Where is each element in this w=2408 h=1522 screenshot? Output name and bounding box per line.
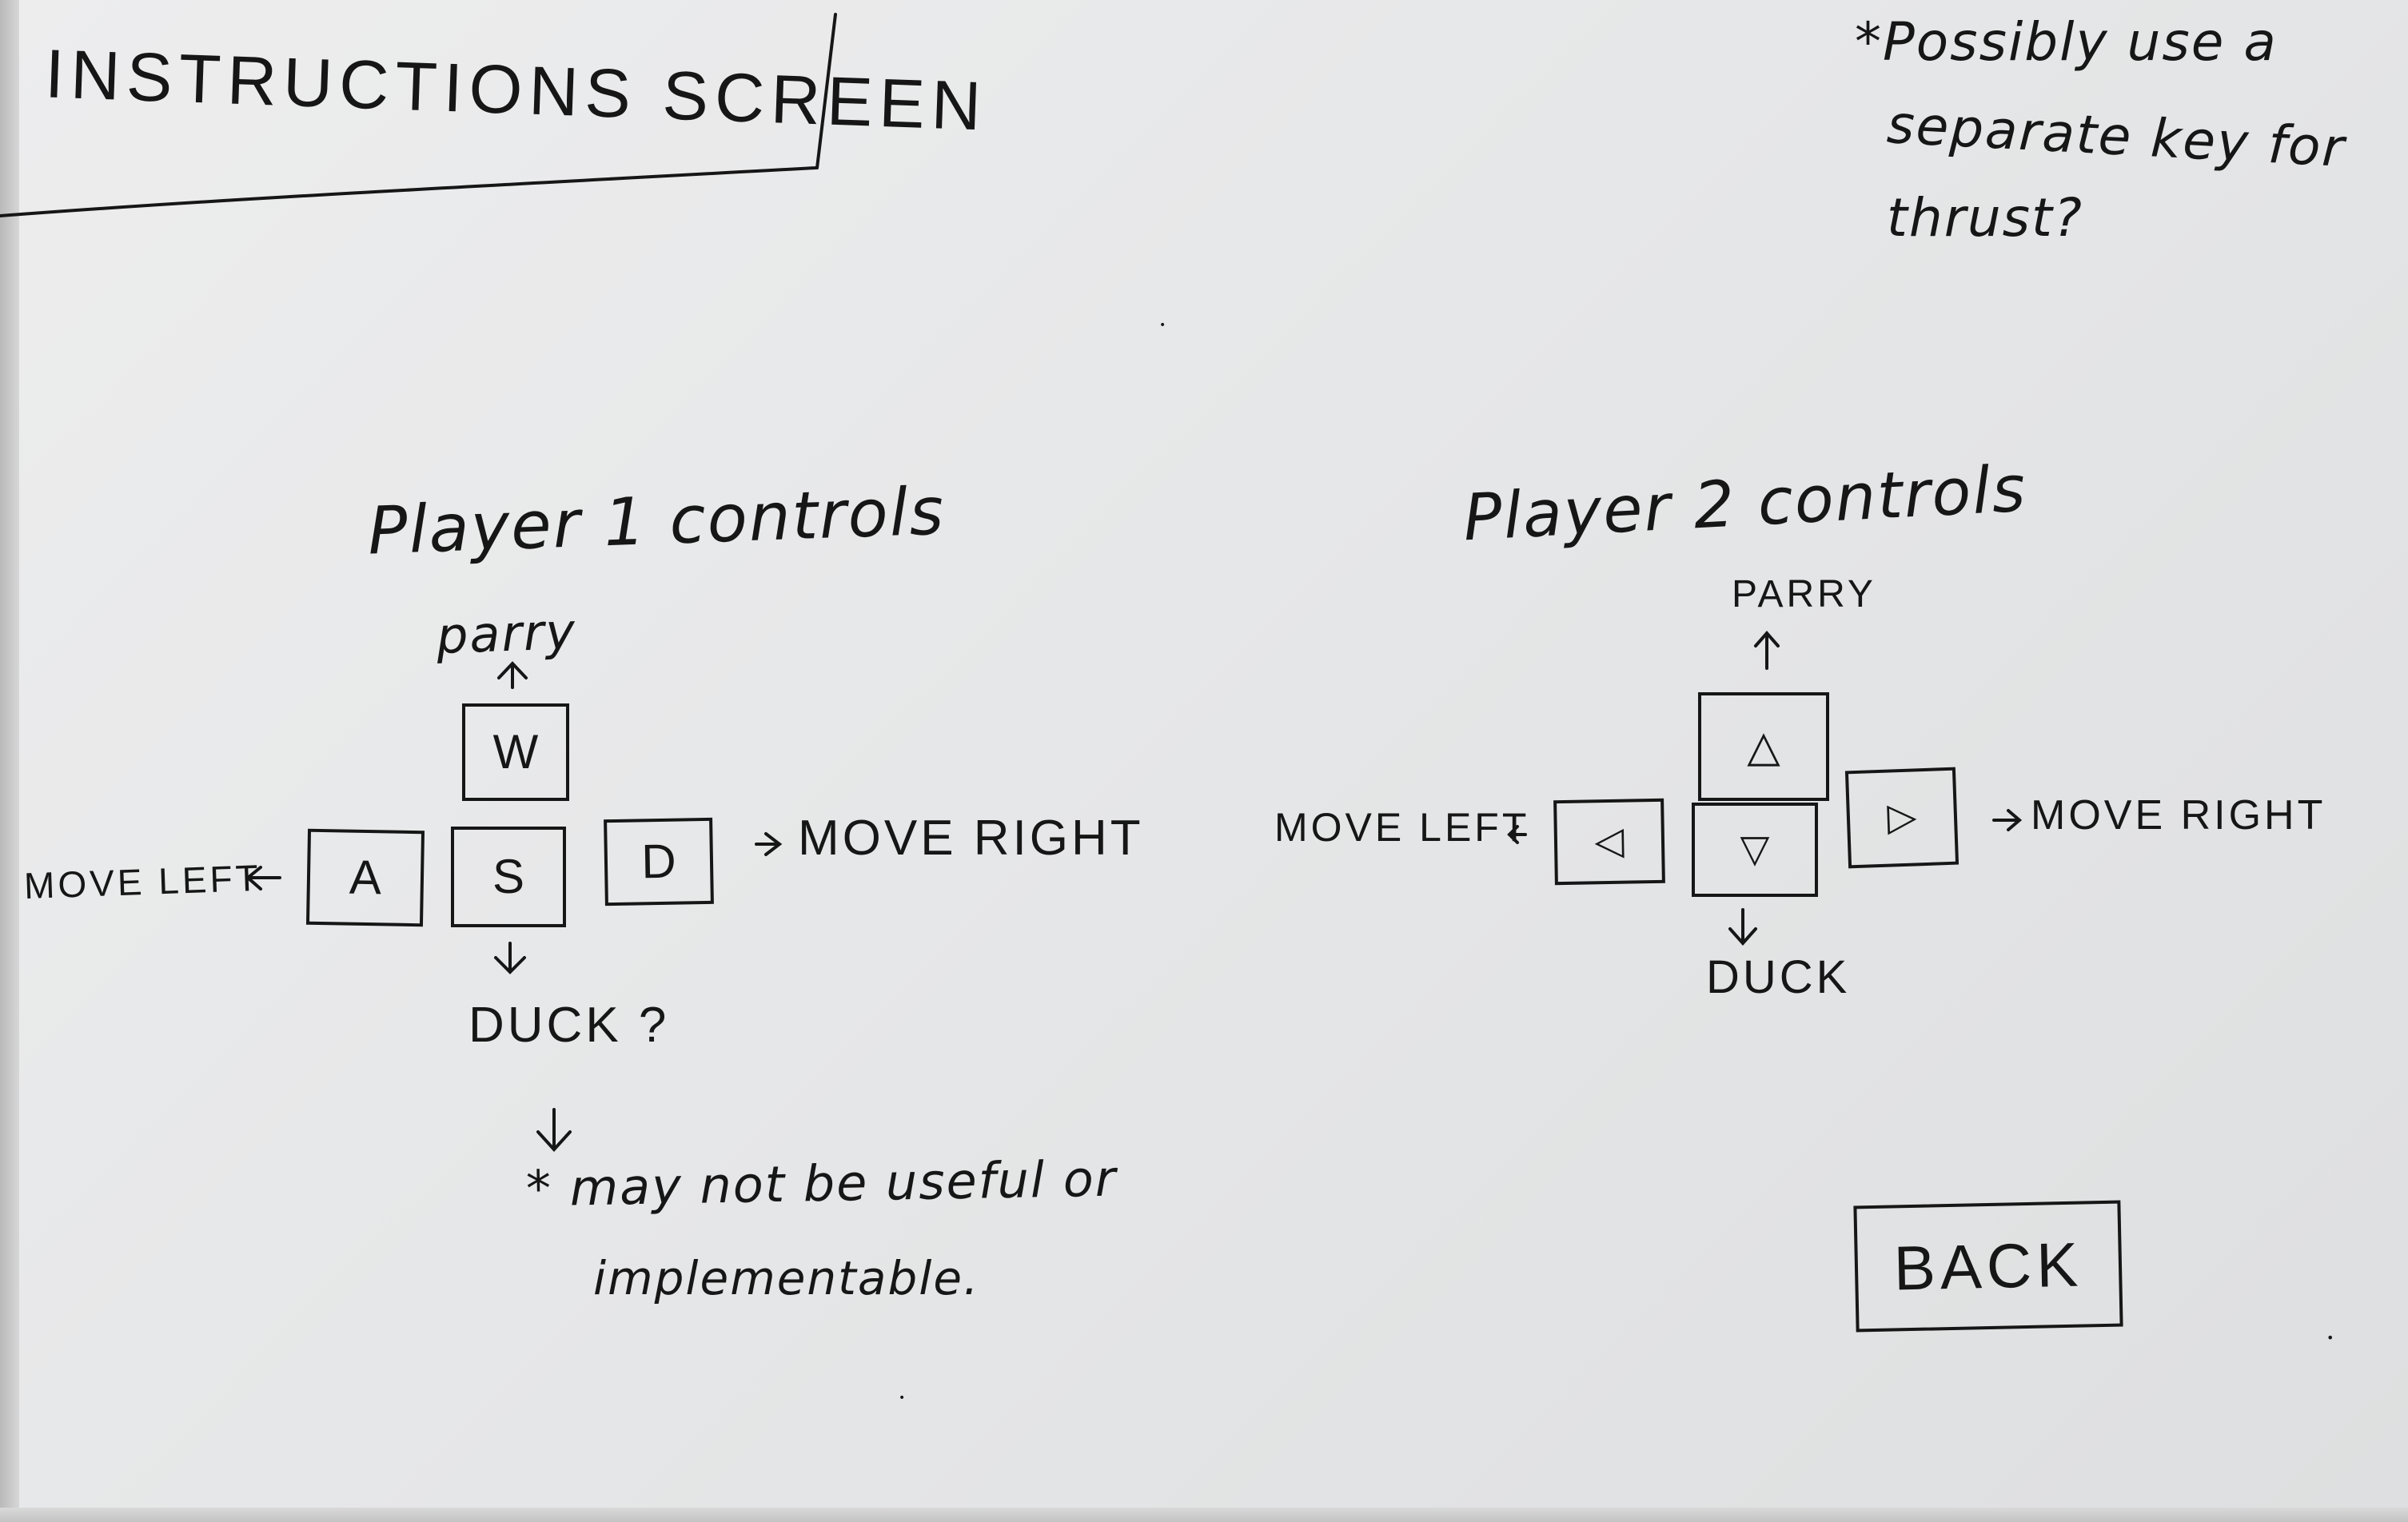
player2-duck-label: DUCK <box>1706 951 1851 1003</box>
player2-up-key-label: △ <box>1747 723 1780 771</box>
player2-move-left-label: MOVE LEFT <box>1274 805 1530 850</box>
player1-key-s-label: S <box>492 850 525 903</box>
player1-left-arrow <box>245 866 281 890</box>
top-note-line-1: *Possibly use a <box>1855 11 2278 73</box>
player1-parry-label: parry <box>435 601 578 666</box>
player2-down-key-label: ▽ <box>1740 828 1770 871</box>
dot-mark-3: • <box>899 1392 906 1404</box>
title-box-bottom-line <box>0 166 817 217</box>
player2-up-key: △ <box>1698 692 1829 801</box>
player1-key-w-label: W <box>492 725 539 779</box>
player2-move-right-label: MOVE RIGHT <box>2031 792 2326 839</box>
player2-down-arrow <box>1728 908 1757 946</box>
player1-note-arrow <box>536 1108 572 1152</box>
back-button[interactable]: BACK <box>1853 1200 2123 1333</box>
player1-note-line-2: implementable. <box>593 1251 980 1305</box>
player2-right-key: ▷ <box>1844 767 1959 869</box>
dot-mark-1: • <box>1159 319 1166 332</box>
player1-key-d-label: D <box>640 834 677 889</box>
player1-key-w: W <box>462 703 569 801</box>
title-box-right-line <box>815 13 837 169</box>
player2-parry-label: PARRY <box>1732 573 1876 616</box>
player2-right-key-label: ▷ <box>1886 795 1918 839</box>
player1-move-left-label: MOVE LEFT <box>23 856 262 907</box>
player2-left-key-label: ◁ <box>1594 819 1625 863</box>
player2-left-key: ◁ <box>1553 798 1665 886</box>
player1-key-a: A <box>305 828 425 927</box>
top-note-line-3: thrust? <box>1887 187 2083 249</box>
player1-right-arrow <box>755 832 783 856</box>
player2-down-key: ▽ <box>1692 803 1818 897</box>
paper-bottom-edge <box>0 1508 2408 1522</box>
player1-key-s: S <box>451 827 566 927</box>
dot-mark-2: • <box>2326 1330 2334 1345</box>
player1-key-d: D <box>604 817 714 906</box>
player1-heading: Player 1 controls <box>366 473 947 570</box>
player1-down-arrow <box>494 942 526 974</box>
back-button-label: BACK <box>1892 1229 2084 1303</box>
player1-key-a-label: A <box>349 850 382 905</box>
player1-move-right-label: MOVE RIGHT <box>798 811 1144 866</box>
player1-duck-label: DUCK ? <box>468 998 670 1053</box>
paper-left-edge <box>0 0 19 1522</box>
player1-note-line-1: * may not be useful or <box>525 1149 1118 1218</box>
player2-right-arrow <box>1992 809 2023 831</box>
player2-left-arrow <box>1507 825 1527 844</box>
player1-up-arrow-head <box>497 661 528 679</box>
player2-up-arrow <box>1754 630 1780 670</box>
